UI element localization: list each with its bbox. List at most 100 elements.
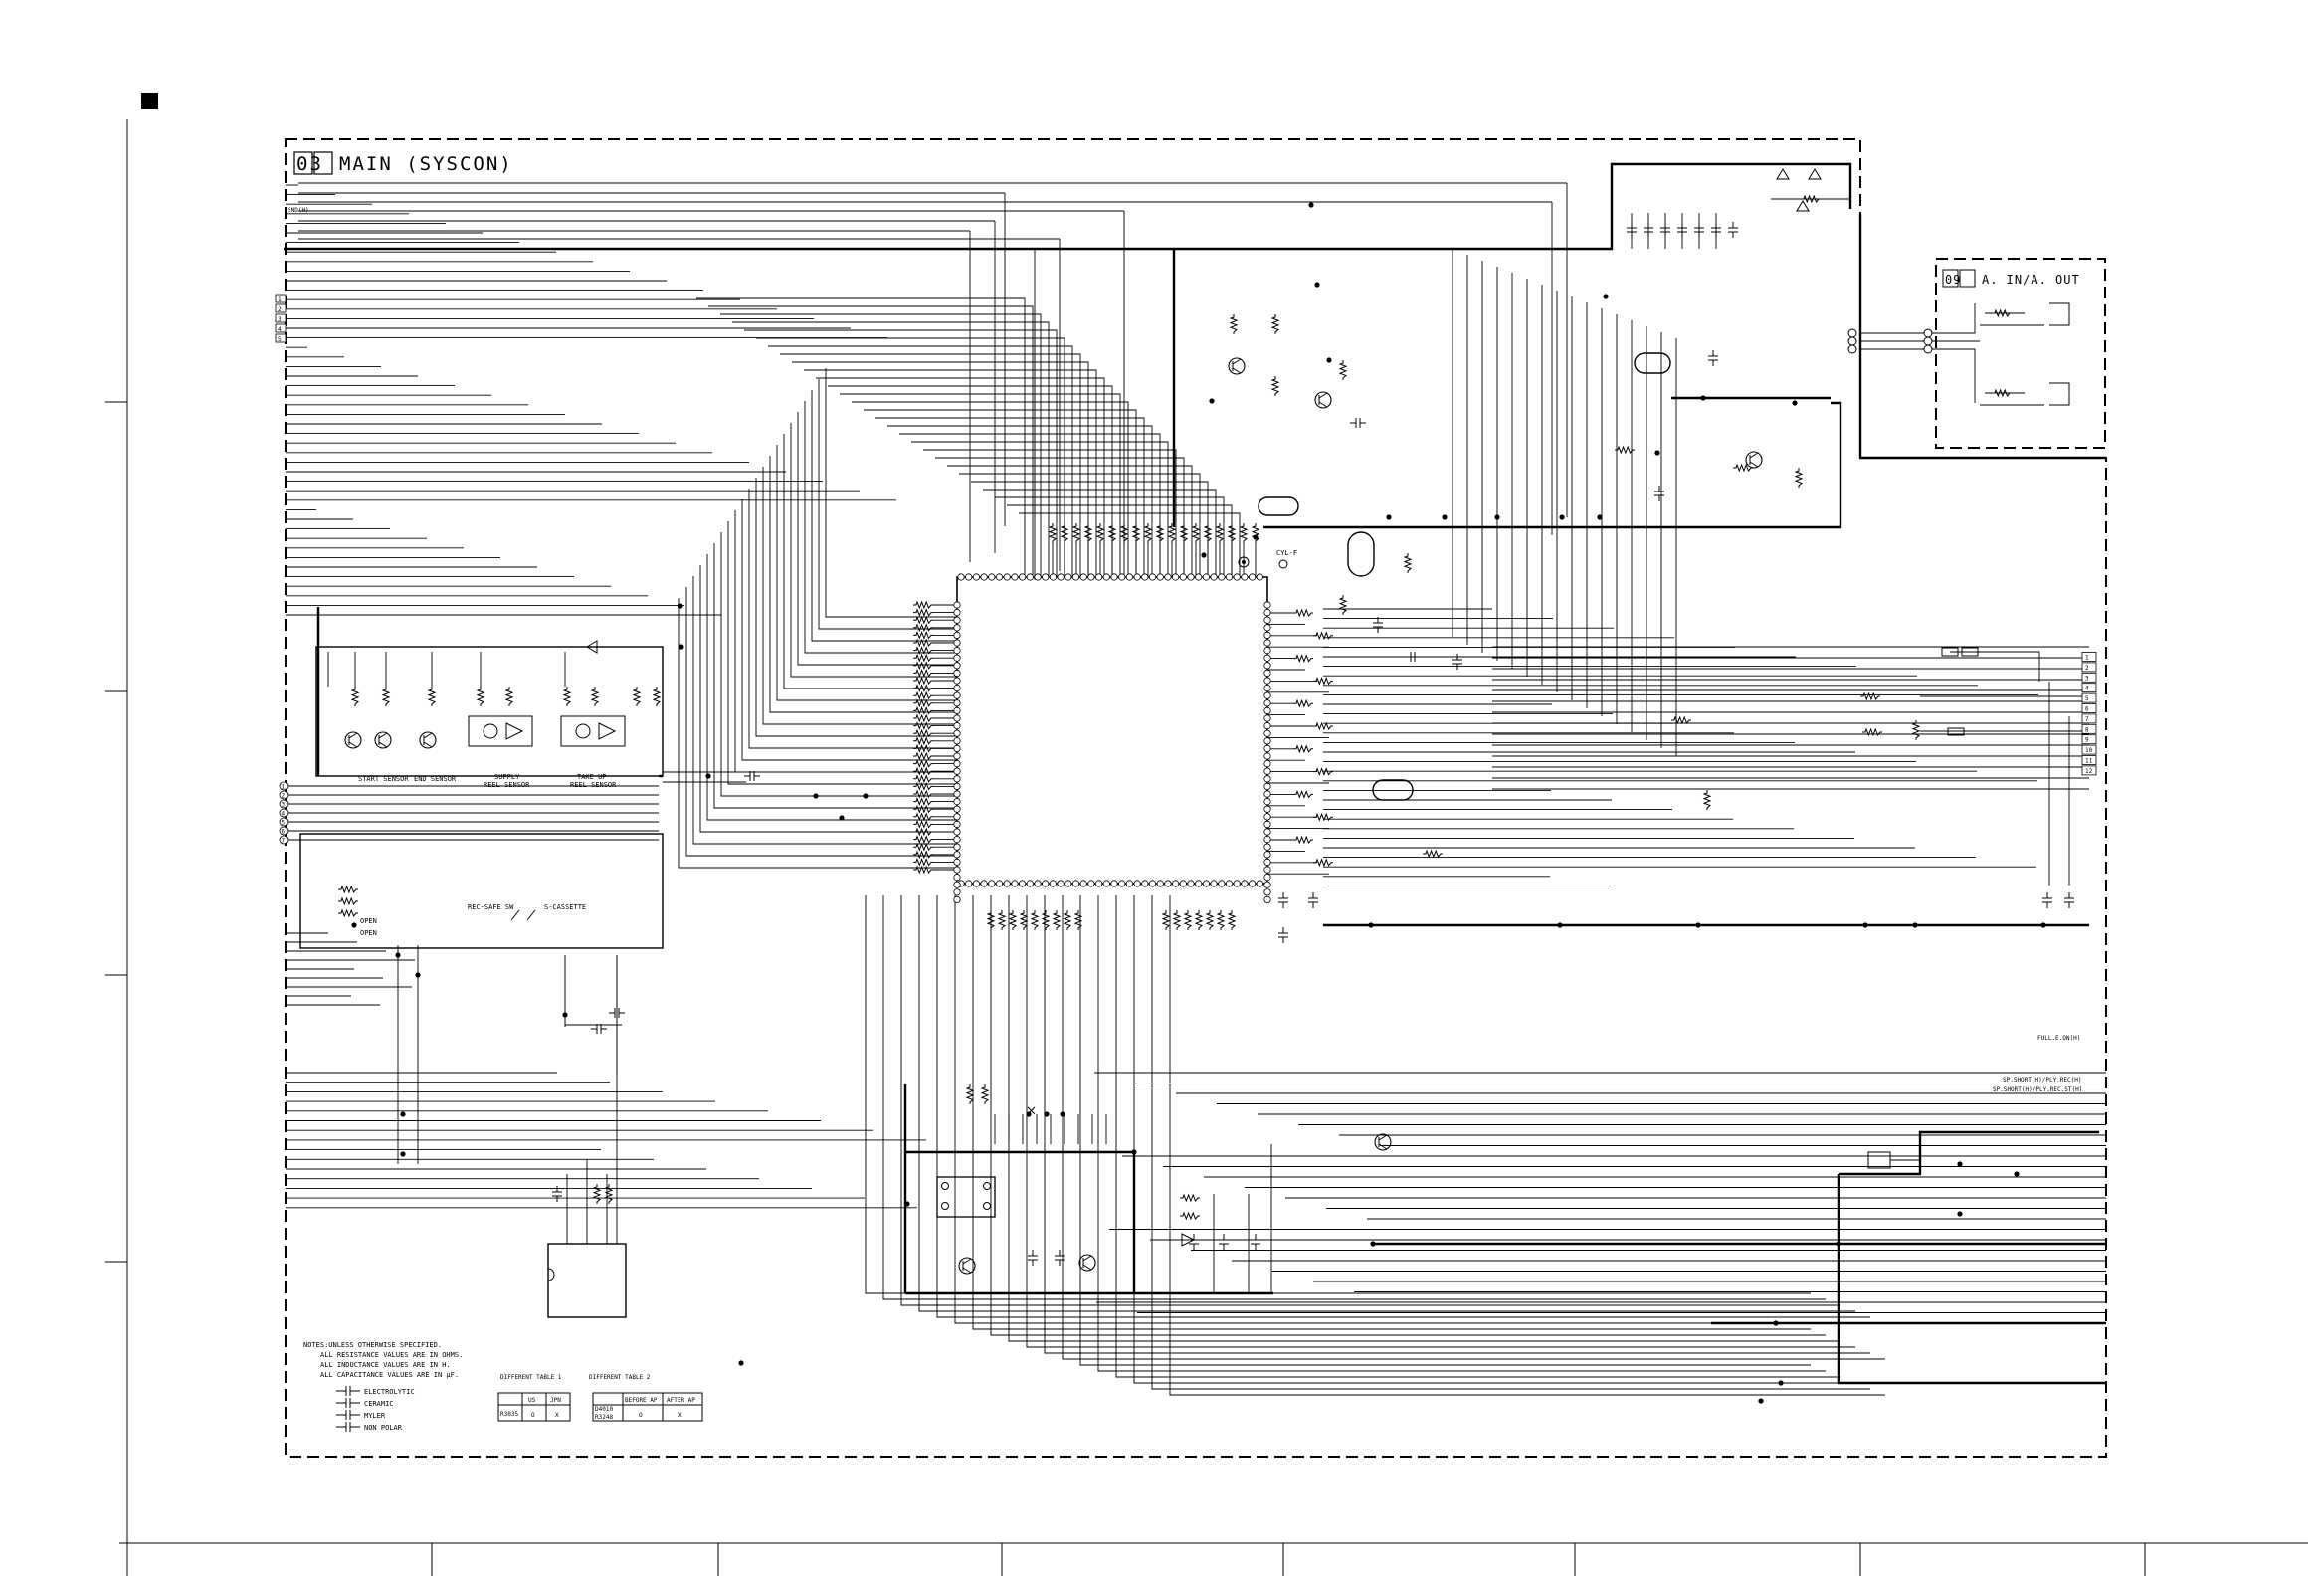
resistor — [1216, 910, 1226, 930]
junction-dot — [1700, 395, 1706, 401]
table2-row-label-2: R3248 — [595, 1414, 613, 1421]
resistor — [1227, 910, 1237, 930]
resistor — [1194, 910, 1204, 930]
wire — [816, 377, 1105, 577]
resistor — [1180, 1211, 1200, 1221]
wire — [1860, 332, 1936, 350]
transistor — [419, 731, 437, 749]
right-pin-number: 3 — [2085, 675, 2089, 682]
right-pin-box — [2081, 662, 2097, 673]
resistor — [965, 1084, 975, 1104]
resistor — [592, 1184, 602, 1204]
right-pin-number: 5 — [2085, 695, 2089, 702]
junction-dot — [813, 793, 819, 799]
junction-dot — [395, 952, 401, 958]
main-block-title-text: MAIN (SYSCON) — [339, 153, 513, 175]
resistor — [427, 687, 437, 706]
wire — [734, 510, 957, 773]
wire — [708, 305, 1034, 577]
left-pin-box — [275, 303, 287, 313]
table2-col-after: AFTER AP — [667, 1397, 695, 1404]
resistor — [1048, 523, 1058, 543]
resistor — [1251, 523, 1260, 543]
junction-dot — [1201, 552, 1207, 558]
page-frame — [105, 119, 2308, 1576]
right-pin-number: 4 — [2085, 686, 2089, 692]
resistor — [1794, 468, 1804, 488]
resistor — [913, 661, 933, 671]
table2-value-before: O — [639, 1412, 643, 1419]
resistor — [1293, 789, 1313, 799]
resistor — [913, 668, 933, 678]
wire — [811, 390, 957, 642]
resistor — [913, 646, 933, 655]
note-line-2: ALL RESISTANCE VALUES ARE IN OHMS. — [320, 1351, 463, 1359]
resistor — [913, 698, 933, 708]
wire — [1019, 512, 1241, 577]
resistor — [1205, 910, 1215, 930]
resistor — [913, 789, 933, 799]
resistor — [913, 766, 933, 776]
resistor — [1403, 553, 1413, 573]
junction-dot — [1209, 398, 1215, 404]
left-pin-number: 3 — [282, 802, 286, 809]
resistor — [1203, 523, 1213, 543]
table2-row-label-1: D4010 — [595, 1406, 613, 1413]
resistor — [913, 774, 933, 784]
junction-dot — [1758, 1398, 1764, 1404]
resistor — [1313, 676, 1333, 686]
table1-value-jpn: X — [555, 1412, 559, 1419]
junction-dot — [400, 1151, 406, 1157]
left-pin-circle — [279, 835, 289, 845]
right-pin-box — [2081, 713, 2097, 724]
junction-dot — [1603, 294, 1609, 299]
right-net-labels: FULL.E.ON(H) SP.SHORT(H)/PLY.REC(H) SP.S… — [1993, 1035, 2082, 1093]
left-pin-box — [275, 333, 287, 343]
resistor — [1733, 463, 1753, 473]
junction-dot — [904, 1201, 910, 1207]
junction-dot — [1370, 1241, 1376, 1247]
sp-short-net-label: SP.SHORT(H)/PLY.REC(H) — [2003, 1077, 2081, 1084]
wire — [954, 895, 1885, 1324]
resistor — [1313, 631, 1333, 641]
resistor — [1313, 767, 1333, 776]
left-pin-circle — [279, 826, 289, 836]
resistor — [1239, 523, 1249, 543]
wire — [780, 353, 1081, 577]
wire — [899, 433, 1161, 577]
av-block-title-text: A. IN/A. OUT — [1982, 273, 2080, 287]
transistor — [1314, 391, 1332, 409]
main-block-number: 03 — [296, 153, 323, 175]
resistor — [913, 804, 933, 814]
right-pin-box — [2081, 765, 2097, 776]
right-pin-box — [2081, 703, 2097, 713]
resistor — [1095, 523, 1105, 543]
junction-dot — [839, 815, 845, 821]
legend-ceramic: CERAMIC — [364, 1400, 394, 1408]
wire — [1151, 895, 1870, 1390]
resistor — [1083, 523, 1093, 543]
resistor — [1073, 910, 1083, 930]
switch-module: OPEN OPEN REC-SAFE SW S-CASSETTE — [299, 833, 664, 949]
wire — [768, 345, 1073, 577]
wire — [1837, 1174, 2106, 1385]
resistor — [1338, 360, 1348, 380]
junction-dot — [1442, 514, 1448, 520]
junction-dot — [1060, 1111, 1065, 1117]
junction-dot — [2040, 922, 2046, 928]
resistor — [1862, 727, 1882, 737]
left-pin-number: 4 — [282, 811, 286, 818]
wire — [762, 467, 957, 725]
resistor — [980, 1084, 990, 1104]
right-pin-number: 2 — [2085, 665, 2089, 672]
junction-dot — [415, 972, 421, 978]
page-marker — [141, 93, 158, 109]
junction-dot — [1308, 202, 1314, 208]
left-pin-number: 6 — [282, 829, 286, 836]
junction-dot — [1314, 282, 1320, 288]
resistor — [1293, 744, 1313, 754]
wire — [744, 329, 1058, 577]
junction-dot — [738, 1360, 744, 1366]
inductor — [1941, 647, 1959, 657]
